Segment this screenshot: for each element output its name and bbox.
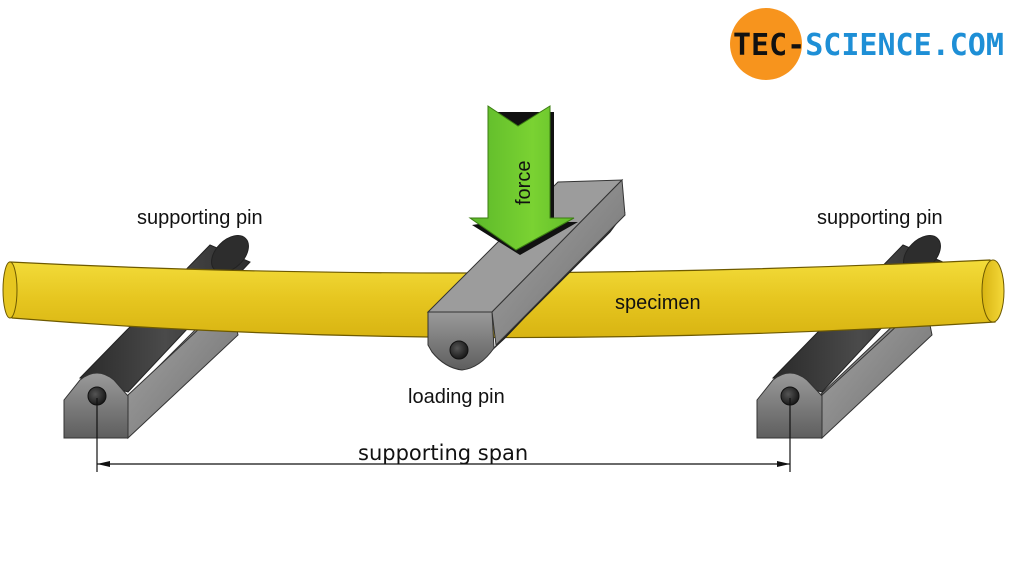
logo-text-science: SCIENCE <box>805 28 931 63</box>
force-label: force <box>513 161 535 205</box>
logo-circle <box>730 8 802 80</box>
supporting-pin-left-label: supporting pin <box>137 207 263 229</box>
right-supporting-pin <box>756 235 951 440</box>
left-arrowhead <box>97 461 110 467</box>
right-arrowhead <box>777 461 790 467</box>
logo-text-com: .COM <box>932 28 1004 63</box>
left-supporting-pin <box>63 235 256 440</box>
logo: TEC-SCIENCE.COM <box>730 8 1004 80</box>
supporting-span-dimension: supporting span <box>96 398 791 472</box>
supporting-pin-right-label: supporting pin <box>817 207 943 229</box>
loading-pin-axis-hole <box>449 340 469 360</box>
supporting-span-label: supporting span <box>358 441 528 465</box>
force-arrow: force <box>468 105 578 255</box>
specimen-label: specimen <box>615 292 701 314</box>
loading-pin-label: loading pin <box>408 386 505 408</box>
logo-text-tec: TEC- <box>733 28 805 63</box>
svg-text:TEC-SCIENCE.COM: TEC-SCIENCE.COM <box>733 28 1004 63</box>
